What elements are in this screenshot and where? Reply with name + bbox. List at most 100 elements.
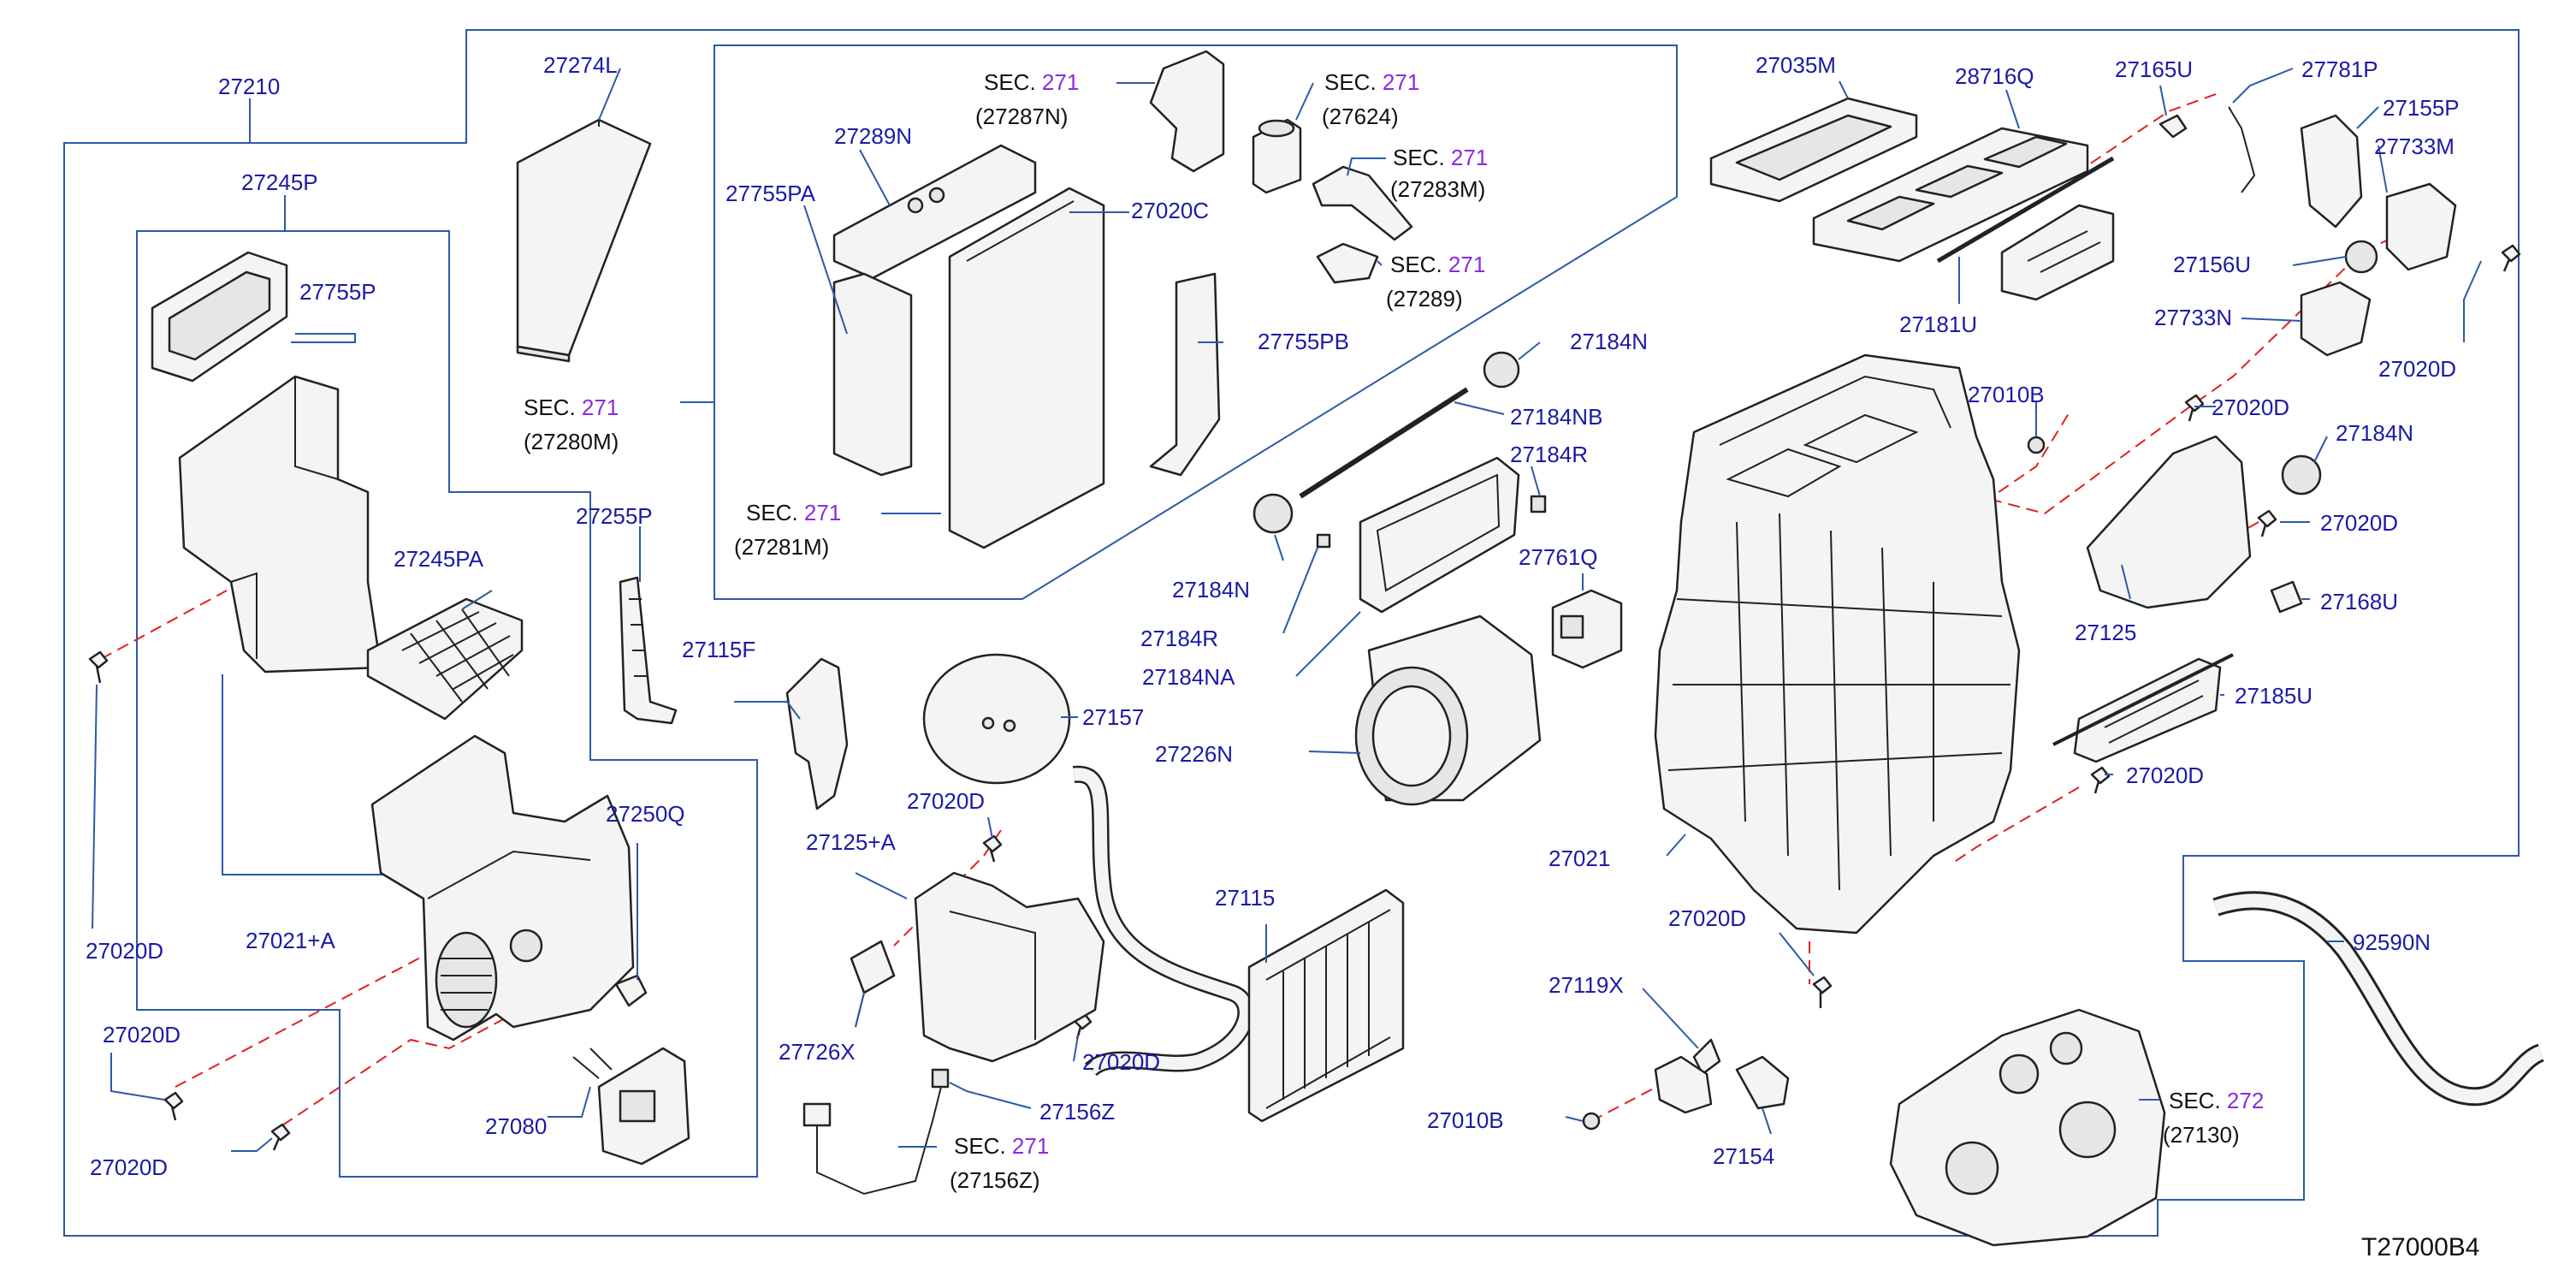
sec-ref-6: SEC. 271	[746, 500, 841, 525]
pipe-27287n	[1149, 50, 1225, 173]
actuator-group-right	[2159, 106, 2457, 357]
section-references: SEC. 271 (27287N) SEC. 271 (27624) SEC. …	[524, 69, 2264, 1193]
label-27115: 27115	[1215, 885, 1275, 911]
label-27226n: 27226N	[1155, 741, 1233, 767]
label-27020d-c: 27020D	[907, 788, 985, 814]
bushings-27184r	[1316, 495, 1547, 549]
label-27119x: 27119X	[1549, 972, 1624, 998]
control-panel-27130	[1889, 1008, 2166, 1247]
cover-27115f	[785, 657, 849, 810]
shaft-27184nb	[1299, 387, 1469, 499]
clip-27250q	[614, 974, 648, 1007]
label-27250q: 27250Q	[606, 801, 685, 827]
parts-artwork	[88, 50, 2545, 1247]
label-27010b-top: 27010B	[1968, 382, 2045, 407]
label-27020d-d: 27020D	[1082, 1049, 1160, 1075]
label-27020d-left: 27020D	[86, 938, 163, 964]
label-27156u: 27156U	[2173, 252, 2251, 277]
sensor-27726x	[850, 940, 896, 1028]
seal-27289	[1316, 242, 1379, 284]
intake-housing-27021a	[370, 734, 635, 1042]
label-27155p: 27155P	[2383, 95, 2460, 121]
sec-ref-8: SEC. 272	[2169, 1088, 2264, 1113]
label-27010b-bot: 27010B	[1427, 1107, 1504, 1133]
link-27255p	[619, 576, 678, 725]
cabin-filter	[516, 118, 652, 363]
heater-unit-27021	[1654, 353, 2021, 935]
sec-ref-7: SEC. 271	[954, 1133, 1049, 1159]
label-27020d-f: 27020D	[2212, 395, 2289, 420]
label-27733n: 27733N	[2154, 305, 2232, 330]
sec-ref-3-code: (27283M)	[1390, 176, 1485, 202]
diagram-code: T27000B4	[2361, 1233, 2479, 1261]
pipe-27283m	[1312, 165, 1413, 241]
label-27156z: 27156Z	[1039, 1099, 1115, 1125]
sec-ref-4-code: (27289)	[1386, 286, 1463, 312]
case-27125a	[914, 871, 1105, 1063]
label-27761q: 27761Q	[1519, 544, 1598, 570]
label-92590n: 92590N	[2353, 929, 2431, 955]
group-frames	[63, 29, 2520, 1237]
sec-ref-3: SEC. 271	[1393, 145, 1488, 170]
fan-27157	[922, 653, 1071, 785]
valve-27624	[1252, 118, 1302, 194]
label-27165u: 27165U	[2115, 56, 2193, 82]
harness-27156z	[802, 1068, 950, 1196]
sec-ref-6-code: (27281M)	[734, 534, 829, 560]
sec-ref-5-code: (27280M)	[524, 429, 619, 454]
label-27020d-g: 27020D	[2320, 510, 2398, 536]
seal-27755pb	[1149, 272, 1221, 477]
link-27119x-27154	[1654, 1038, 1790, 1114]
label-27020d-a: 27020D	[103, 1022, 181, 1047]
door-27184na	[1359, 456, 1520, 614]
label-27080: 27080	[485, 1113, 547, 1139]
label-27168u: 27168U	[2320, 589, 2398, 614]
label-27210: 27210	[218, 74, 280, 99]
label-27035m: 27035M	[1756, 52, 1836, 78]
label-27781p: 27781P	[2301, 56, 2378, 82]
label-27157: 27157	[1082, 704, 1144, 730]
label-27755p: 27755P	[299, 279, 376, 305]
label-27255p: 27255P	[576, 503, 653, 529]
hose-92590n	[2212, 891, 2545, 1107]
sec-ref-1: SEC. 271	[984, 69, 1079, 95]
seal-27755pa	[832, 272, 913, 477]
label-27020d-b: 27020D	[90, 1154, 168, 1180]
cap-27289n	[832, 144, 1037, 280]
label-27184r-mid: 27184R	[1140, 626, 1218, 651]
label-27185u: 27185U	[2235, 683, 2312, 709]
part-labels: 27210 27245P 27755P 27245PA 27255P 27020…	[86, 52, 2460, 1180]
label-27125: 27125	[2075, 620, 2136, 645]
label-27020d-e: 27020D	[2378, 356, 2456, 382]
blower-motor-27226n	[1354, 614, 1542, 806]
label-27289n: 27289N	[834, 123, 912, 149]
sec-ref-2-code: (27624)	[1322, 104, 1399, 129]
screws	[88, 244, 2521, 1151]
cover-27125	[2086, 435, 2252, 609]
label-27755pa: 27755PA	[725, 181, 816, 206]
sec-ref-7-code: (27156Z)	[950, 1167, 1040, 1193]
linkage-27181u	[1936, 156, 2115, 301]
label-27726x: 27726X	[779, 1039, 856, 1065]
label-27021a: 27021+A	[246, 928, 335, 953]
actuator-27080	[572, 1047, 690, 1166]
label-27021: 27021	[1549, 846, 1610, 871]
sec-ref-1-code: (27287N)	[975, 104, 1068, 129]
label-27184n-right: 27184N	[2336, 420, 2413, 446]
label-27184r-top: 27184R	[1510, 442, 1588, 467]
resistor-27761q	[1551, 589, 1623, 669]
label-27184na: 27184NA	[1142, 664, 1235, 690]
gasket-28716q	[1812, 127, 2089, 263]
label-27184nb: 27184NB	[1510, 404, 1602, 430]
sec-ref-4: SEC. 271	[1390, 252, 1485, 277]
label-27020c: 27020C	[1131, 198, 1209, 223]
duct-27245p	[178, 375, 382, 674]
heater-core-27115	[1072, 765, 1405, 1123]
door-27185u	[2052, 653, 2234, 763]
gears-27184n	[1252, 351, 2322, 534]
leader-lines	[92, 68, 2482, 1152]
evaporator-27020c	[948, 187, 1105, 549]
label-27154: 27154	[1713, 1143, 1774, 1169]
gasket-27755p	[151, 251, 288, 383]
